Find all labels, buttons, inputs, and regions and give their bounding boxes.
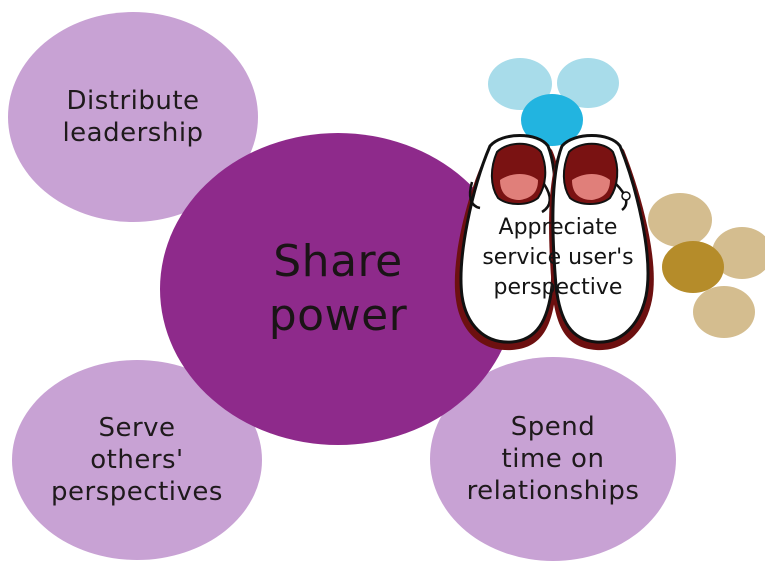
spend-time-label: Spend time on relationships <box>466 412 640 506</box>
right-shoe <box>549 134 654 351</box>
gold-dot-right <box>712 227 765 279</box>
serve-perspectives-label: Serve others' perspectives <box>51 413 223 507</box>
left-shoe <box>454 134 561 351</box>
blue-dot-left <box>488 58 552 110</box>
distribute-leadership-label: Distribute leadership <box>62 86 204 148</box>
gold-dot-top <box>648 193 712 247</box>
share-power-label: Share power <box>268 236 408 341</box>
blue-dot-center <box>521 94 583 146</box>
blue-dot-right <box>557 58 619 108</box>
appreciate-perspective-label: Appreciate service user's perspective <box>482 215 634 300</box>
gold-dot-center <box>662 241 724 293</box>
gold-dot-bottom <box>693 286 755 338</box>
